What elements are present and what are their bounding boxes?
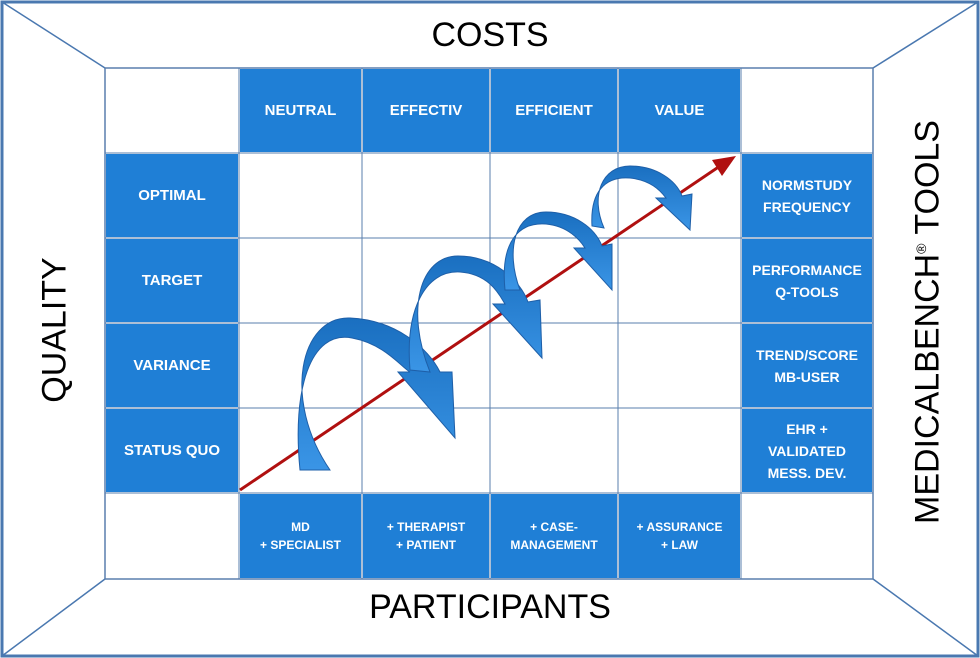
column-header-effectiv: EFFECTIV	[363, 69, 489, 152]
curl-arrow-1	[297, 317, 456, 471]
row-header-status-quo: STATUS QUO	[106, 409, 238, 492]
costs-label: COSTS	[431, 16, 549, 54]
column-header-value: VALUE	[619, 69, 740, 152]
trend-arrowhead	[712, 156, 736, 176]
row-header-target: TARGET	[106, 239, 238, 322]
participants-label: PARTICIPANTS	[369, 588, 611, 626]
column-header-efficient: EFFICIENT	[491, 69, 617, 152]
participant-therapist: + THERAPIST+ PATIENT	[363, 494, 489, 578]
trend-arrow	[239, 164, 721, 492]
column-header-neutral: NEUTRAL	[240, 69, 361, 152]
curl-arrow-4	[591, 165, 693, 232]
row-header-optimal: OPTIMAL	[106, 154, 238, 237]
curl-arrow-2	[408, 255, 543, 373]
curl-arrow-3	[503, 211, 613, 292]
participant-assurance: + ASSURANCE+ LAW	[619, 494, 740, 578]
row-header-variance: VARIANCE	[106, 324, 238, 407]
participant-md: MD+ SPECIALIST	[240, 494, 361, 578]
participant-case-management: + CASE-MANAGEMENT	[491, 494, 617, 578]
